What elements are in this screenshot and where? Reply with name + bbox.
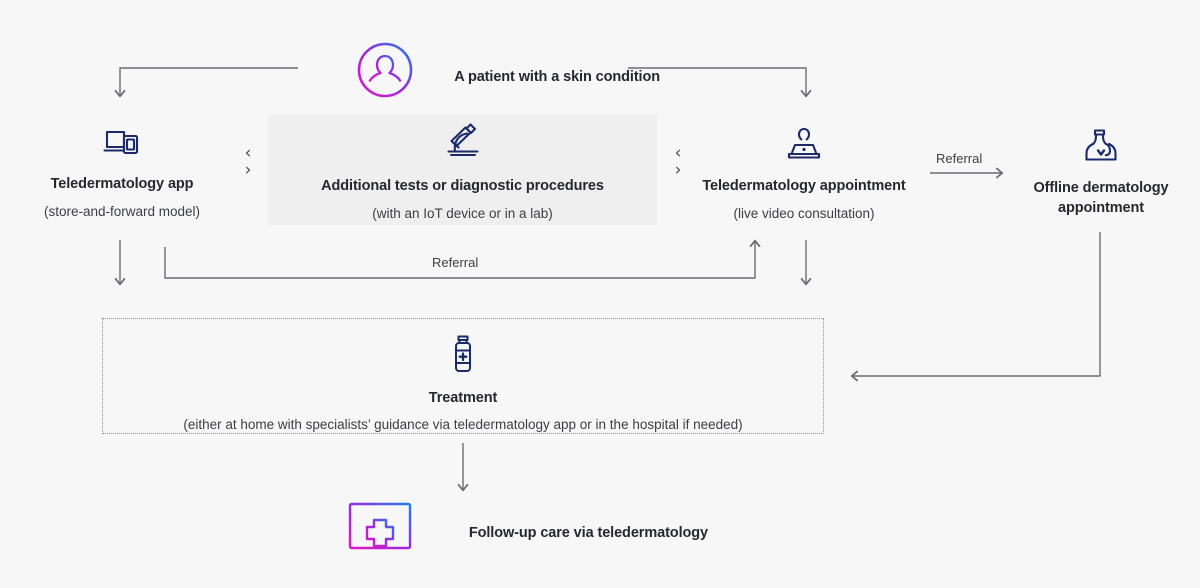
node-title: Teledermatology app (50, 176, 194, 192)
node-subtitle: (store-and-forward model) (43, 203, 201, 219)
connector-patient-to-app (120, 67, 298, 96)
node-title: Treatment (428, 390, 498, 406)
node-followup-care[interactable]: Follow-up care via teledermatology (308, 500, 708, 567)
chevrons-tests-appointment[interactable]: ‹ › (669, 145, 687, 179)
patient-circle-icon (355, 40, 415, 105)
node-subtitle: (either at home with specialists’ guidan… (183, 416, 743, 432)
additional-tests-panel (268, 114, 657, 225)
node-subtitle: (live video consultation) (733, 205, 875, 221)
chevron-right-icon[interactable]: › (674, 160, 682, 180)
followup-label: Follow-up care via teledermatology (468, 524, 708, 541)
node-teledermatology-app[interactable]: Teledermatology app (store-and-forward m… (10, 126, 234, 221)
node-title: Teledermatology appointment (702, 178, 906, 194)
video-consultation-icon (676, 126, 932, 167)
node-title: Offline dermatology appointment (1033, 180, 1169, 216)
chevron-right-icon[interactable]: › (244, 160, 252, 180)
node-title: Additional tests or diagnostic procedure… (321, 178, 604, 194)
node-teledermatology-appointment[interactable]: Teledermatology appointment (live video … (676, 126, 932, 223)
node-offline-dermatology-appointment[interactable]: Offline dermatology appointment (1012, 126, 1190, 218)
microscope-icon (290, 122, 635, 167)
medicine-vial-icon (102, 334, 824, 379)
edge-label-referral-top: Referral (936, 151, 983, 166)
node-treatment[interactable]: Treatment (either at home with specialis… (102, 334, 824, 434)
chevron-left-icon[interactable]: ‹ (674, 143, 682, 163)
patient-label: A patient with a skin condition (454, 68, 660, 85)
laptop-mobile-icon (10, 126, 234, 165)
window-plus-icon (348, 500, 412, 557)
chevrons-app-tests[interactable]: ‹ › (239, 145, 257, 179)
edge-label-referral-middle: Referral (432, 255, 479, 270)
node-patient[interactable]: A patient with a skin condition (330, 40, 660, 115)
doctor-icon (1012, 126, 1190, 169)
treatment-box (102, 318, 824, 434)
chevron-left-icon[interactable]: ‹ (244, 143, 252, 163)
node-additional-tests[interactable]: Additional tests or diagnostic procedure… (290, 122, 635, 223)
connector-offline-to-treatment (852, 232, 1101, 376)
node-subtitle: (with an IoT device or in a lab) (372, 205, 553, 221)
